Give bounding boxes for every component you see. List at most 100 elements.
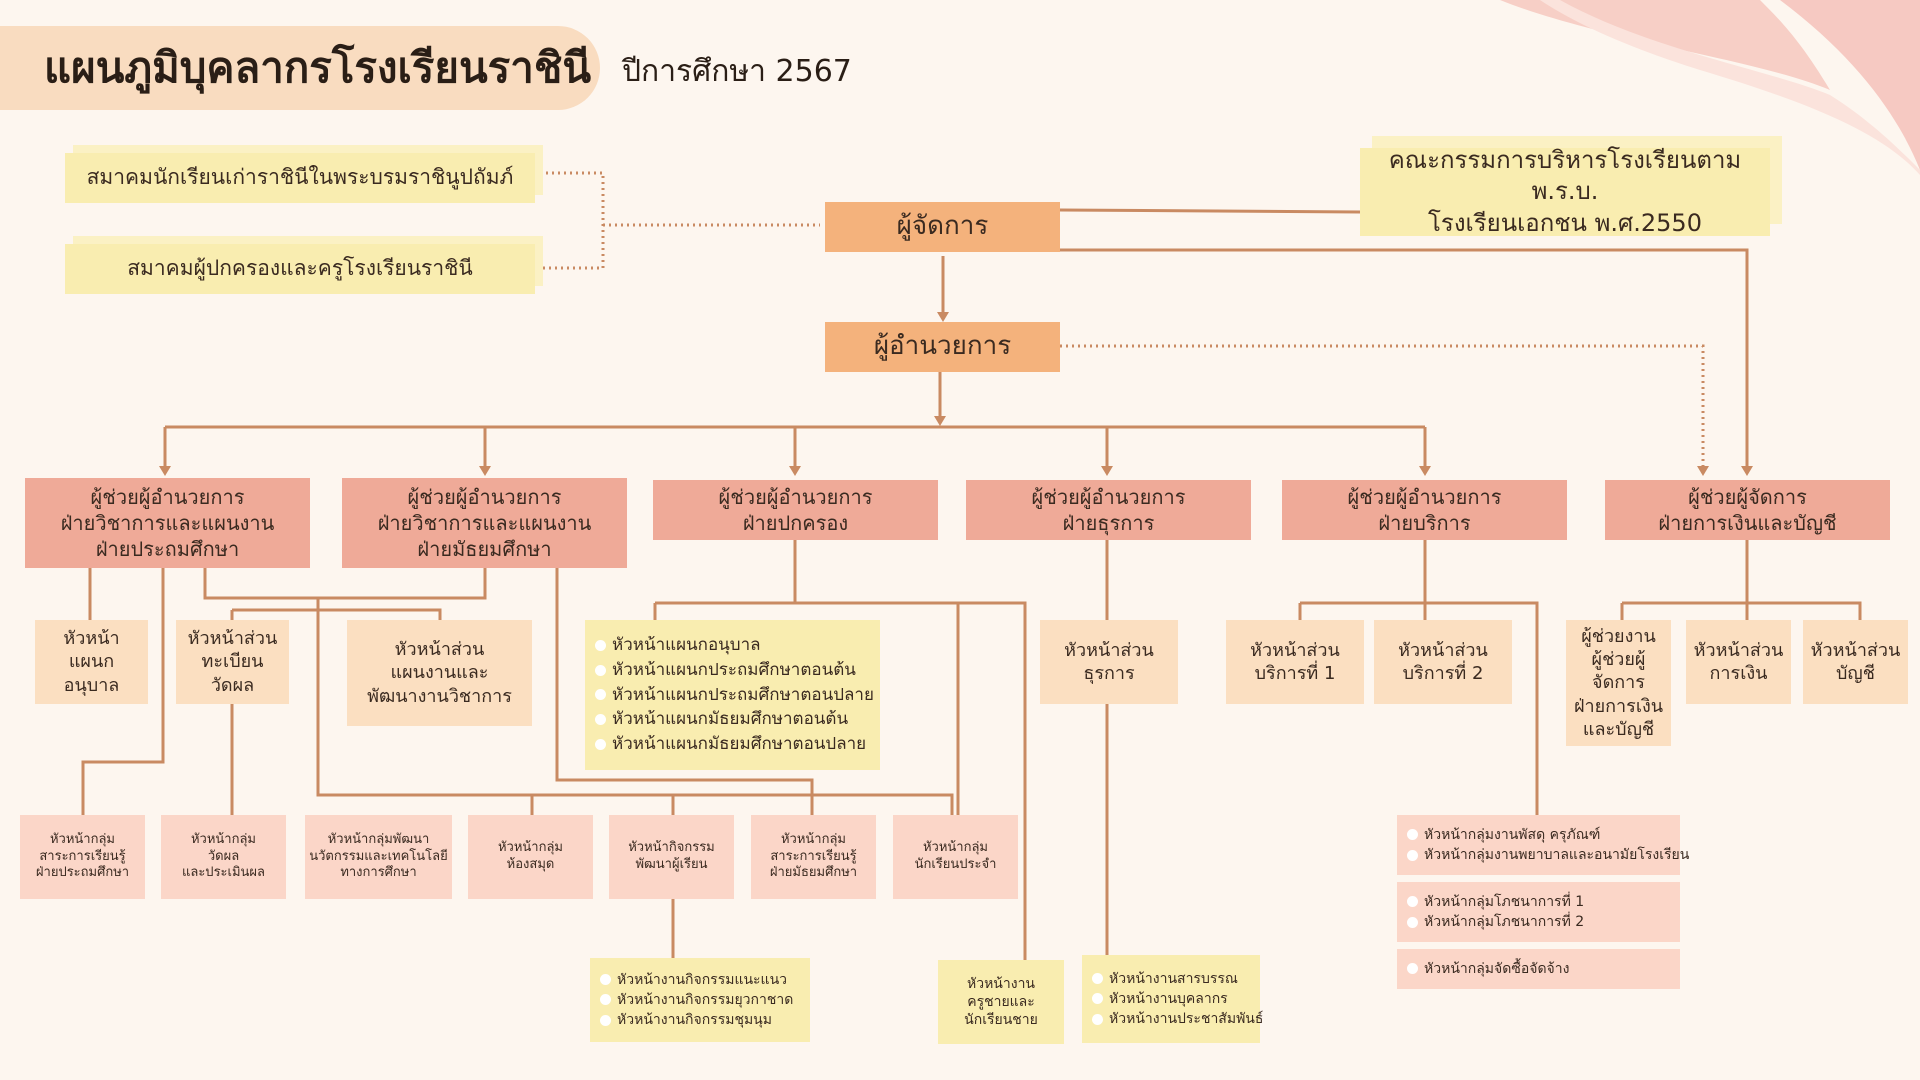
section-finance: หัวหน้าส่วน การเงิน xyxy=(1686,620,1791,704)
bullet-icon xyxy=(600,994,611,1006)
list-item-label: หัวหน้างานบุคลากร xyxy=(1109,990,1228,1007)
group-line: หัวหน้ากลุ่ม xyxy=(922,840,989,856)
list-item-label: หัวหน้ากลุ่มโภชนาการที่ 1 xyxy=(1424,893,1585,910)
section-registry: หัวหน้าส่วน ทะเบียนวัดผล xyxy=(176,620,289,704)
list-item: หัวหน้ากลุ่มงานพัสดุ ครุภัณฑ์ xyxy=(1407,825,1689,845)
list-item: หัวหน้ากลุ่มโภชนาการที่ 1 xyxy=(1407,892,1584,912)
group-line: นักเรียนประจำ xyxy=(914,857,997,872)
division-service: ผู้ช่วยผู้อำนวยการ ฝ่ายบริการ xyxy=(1282,480,1567,540)
list-item: หัวหน้างานกิจกรรมยุวกาชาด xyxy=(600,990,793,1010)
manager-label: ผู้จัดการ xyxy=(896,211,989,242)
committee-box: คณะกรรมการบริหารโรงเรียนตาม พ.ร.บ. โรงเร… xyxy=(1360,146,1770,237)
division-title: ผู้ช่วยผู้อำนวยการ xyxy=(1031,485,1186,509)
division-subtitle: ฝ่ายธุรการ xyxy=(1062,511,1155,535)
group-line: ฝ่ายมัธยมศึกษา xyxy=(769,865,858,881)
group-line: หัวหน้ากลุ่ม xyxy=(780,831,847,847)
bullet-icon xyxy=(600,1014,611,1026)
section-line: ผู้ช่วยผู้จัดการ xyxy=(1591,648,1646,694)
division-subtitle: ฝ่ายวิชาการและแผนงาน xyxy=(377,511,592,535)
bullet-icon xyxy=(600,974,611,986)
group-line: ห้องสมุด xyxy=(506,857,555,872)
division-title: ผู้ช่วยผู้อำนวยการ xyxy=(718,485,873,509)
group-line: ทางการศึกษา xyxy=(340,865,417,881)
bullet-icon xyxy=(1407,916,1418,928)
service-list-3: หัวหน้ากลุ่มจัดซื้อจัดจ้าง xyxy=(1407,959,1569,979)
section-line: หัวหน้าส่วน xyxy=(1250,639,1340,661)
section-line: บริการที่ 1 xyxy=(1254,663,1336,684)
section-service-2: หัวหน้าส่วน บริการที่ 2 xyxy=(1374,620,1512,704)
division-subtitle: ฝ่ายประถมศึกษา xyxy=(95,537,240,561)
list-item: หัวหน้างานบุคลากร xyxy=(1092,989,1263,1009)
service-list-supplies: หัวหน้ากลุ่มงานพัสดุ ครุภัณฑ์หัวหน้ากลุ่… xyxy=(1397,815,1689,875)
section-line: และบัญชี xyxy=(1582,719,1655,741)
group-library: หัวหน้ากลุ่ม ห้องสมุด xyxy=(468,815,593,899)
section-line: ธุรการ xyxy=(1083,663,1135,684)
bullet-icon xyxy=(1407,829,1418,841)
division-subtitle: ฝ่ายมัธยมศึกษา xyxy=(417,537,552,561)
section-line: หัวหน้าส่วน xyxy=(394,638,485,660)
division-title: ผู้ช่วยผู้อำนวยการ xyxy=(1347,485,1502,509)
section-line: หัวหน้าส่วน xyxy=(187,627,278,649)
division-academic-primary: ผู้ช่วยผู้อำนวยการ ฝ่ายวิชาการและแผนงาน … xyxy=(25,478,310,568)
group-line: ฝ่ายประถมศึกษา xyxy=(35,865,130,881)
section-line: ฝ่ายการเงิน xyxy=(1573,695,1664,717)
list-item: หัวหน้าแผนกมัธยมศึกษาตอนต้น xyxy=(595,707,874,732)
section-line: ทะเบียนวัดผล xyxy=(201,651,264,696)
box-line: นักเรียนชาย xyxy=(964,1012,1038,1029)
division-title: ผู้ช่วยผู้อำนวยการ xyxy=(407,485,562,509)
male-teachers-box: หัวหน้างาน ครูชายและ นักเรียนชาย xyxy=(938,960,1064,1044)
list-item-label: หัวหน้ากลุ่มงานพัสดุ ครุภัณฑ์ xyxy=(1424,826,1601,843)
list-item: หัวหน้างานกิจกรรมชุมนุม xyxy=(600,1010,793,1030)
division-subtitle: ฝ่ายการเงินและบัญชี xyxy=(1658,511,1837,535)
discipline-list: หัวหน้าแผนกอนุบาลหัวหน้าแผนกประถมศึกษาตอ… xyxy=(595,633,874,756)
bullet-icon xyxy=(1092,993,1103,1005)
service-list-nutrition: หัวหน้ากลุ่มโภชนาการที่ 1 หัวหน้ากลุ่มโภช… xyxy=(1397,882,1680,942)
bullet-icon xyxy=(1407,849,1418,861)
division-title: ผู้ช่วยผู้จัดการ xyxy=(1688,485,1807,509)
section-line: พัฒนางานวิชาการ xyxy=(367,685,512,707)
list-item-label: หัวหน้าแผนกประถมศึกษาตอนปลาย xyxy=(612,684,874,705)
list-item-label: หัวหน้ากลุ่มงานพยาบาลและอนามัยโรงเรียน xyxy=(1424,847,1690,863)
section-service-1: หัวหน้าส่วน บริการที่ 1 xyxy=(1226,620,1364,704)
group-line: หัวหน้ากลุ่ม xyxy=(190,831,257,847)
bullet-icon xyxy=(595,689,606,701)
section-line: บัญชี xyxy=(1836,663,1875,684)
group-line: วัดผล xyxy=(207,848,240,864)
group-student-development: หัวหน้ากิจกรรม พัฒนาผู้เรียน xyxy=(609,815,734,899)
service-list-procurement: หัวหน้ากลุ่มจัดซื้อจัดจ้าง xyxy=(1397,949,1680,989)
group-line: พัฒนาผู้เรียน xyxy=(635,857,708,872)
section-line: หัวหน้า xyxy=(63,627,120,649)
list-item-label: หัวหน้างานกิจกรรมยุวกาชาด xyxy=(617,991,794,1008)
list-item-label: หัวหน้ากลุ่มโภชนาการที่ 2 xyxy=(1424,914,1585,930)
list-item: หัวหน้าแผนกมัธยมศึกษาตอนปลาย xyxy=(595,732,874,757)
list-item: หัวหน้าแผนกอนุบาล xyxy=(595,633,874,658)
group-innovation: หัวหน้ากลุ่มพัฒนา นวัตกรรมและเทคโนโลยี ท… xyxy=(305,815,452,899)
group-secondary-curriculum: หัวหน้ากลุ่ม สาระการเรียนรู้ ฝ่ายมัธยมศึ… xyxy=(751,815,876,899)
bullet-icon xyxy=(595,640,606,652)
box-line: หัวหน้างาน xyxy=(966,975,1036,992)
section-line: แผนกอนุบาล xyxy=(63,651,120,696)
division-finance: ผู้ช่วยผู้จัดการ ฝ่ายการเงินและบัญชี xyxy=(1605,480,1890,540)
list-item-label: หัวหน้างานกิจกรรมชุมนุม xyxy=(617,1012,772,1029)
page-subtitle: ปีการศึกษา 2567 xyxy=(622,54,852,89)
bullet-icon xyxy=(595,714,606,726)
list-item-label: หัวหน้าแผนกมัธยมศึกษาตอนปลาย xyxy=(612,733,867,754)
section-kindergarten: หัวหน้า แผนกอนุบาล xyxy=(35,620,148,704)
alumni-association-box: สมาคมนักเรียนเก่าราชินีในพระบรมราชินูปถั… xyxy=(65,153,535,203)
division-title: ผู้ช่วยผู้อำนวยการ xyxy=(90,485,245,509)
admin-works-list: หัวหน้างานสารบรรณหัวหน้างานบุคลากรหัวหน้… xyxy=(1092,969,1263,1030)
bullet-icon xyxy=(1407,963,1418,975)
discipline-heads-list: หัวหน้าแผนกอนุบาลหัวหน้าแผนกประถมศึกษาตอ… xyxy=(585,620,880,770)
division-subtitle: ฝ่ายปกครอง xyxy=(742,511,849,535)
list-item: หัวหน้ากลุ่มโภชนาการที่ 2 xyxy=(1407,912,1584,932)
group-primary-curriculum: หัวหน้ากลุ่ม สาระการเรียนรู้ ฝ่ายประถมศึ… xyxy=(20,815,145,899)
activities-list-box: หัวหน้างานกิจกรรมแนะแนวหัวหน้างานกิจกรรม… xyxy=(590,958,810,1042)
list-item-label: หัวหน้างานประชาสัมพันธ์ xyxy=(1109,1011,1264,1028)
bullet-icon xyxy=(595,664,606,676)
manager-box: ผู้จัดการ xyxy=(825,202,1060,252)
section-line: การเงิน xyxy=(1709,663,1768,684)
section-line: ผู้ช่วยงาน xyxy=(1581,625,1656,647)
director-box: ผู้อำนวยการ xyxy=(825,322,1060,372)
